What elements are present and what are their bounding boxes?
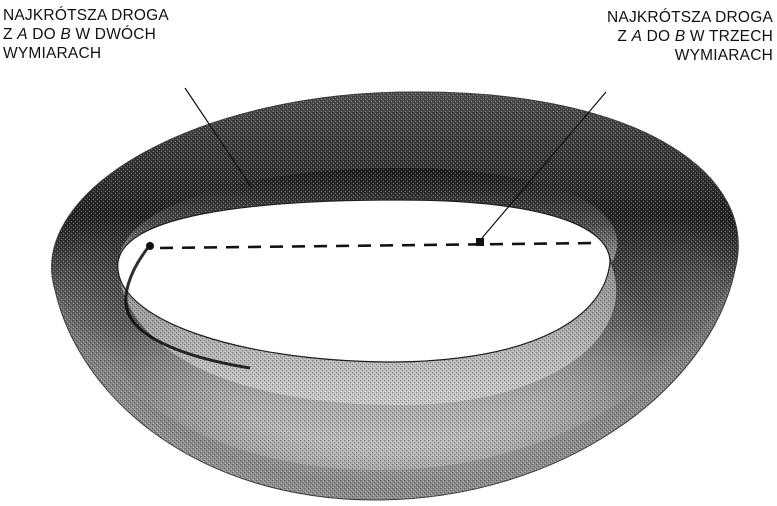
point-a-marker	[146, 242, 154, 250]
label-2d-line1: NAJKRÓTSZA DROGA	[3, 6, 169, 25]
label-2d-line3: WYMIARACH	[3, 44, 169, 63]
label-3d-line2: Z A DO B W TRZECH	[607, 27, 773, 46]
label-3d-point-a: A	[632, 28, 643, 45]
label-3d-point-b: B	[675, 28, 686, 45]
label-2d-line2-mid: DO	[28, 26, 61, 43]
label-3d-line2-mid: DO	[642, 28, 675, 45]
label-3d-line3: WYMIARACH	[607, 46, 773, 65]
label-2d-point-a: A	[17, 26, 28, 43]
label-2d-line2: Z A DO B W DWÓCH	[3, 25, 169, 44]
label-3d-line2-post: W TRZECH	[685, 28, 773, 45]
label-2d-path: NAJKRÓTSZA DROGA Z A DO B W DWÓCH WYMIAR…	[3, 6, 169, 63]
label-3d-path: NAJKRÓTSZA DROGA Z A DO B W TRZECH WYMIA…	[607, 8, 773, 65]
label-3d-line2-pre: Z	[617, 28, 631, 45]
point-b-marker	[476, 238, 484, 246]
label-2d-line2-post: W DWÓCH	[71, 26, 156, 43]
label-2d-line2-pre: Z	[3, 26, 17, 43]
label-3d-line1: NAJKRÓTSZA DROGA	[607, 8, 773, 27]
label-2d-point-b: B	[60, 26, 71, 43]
